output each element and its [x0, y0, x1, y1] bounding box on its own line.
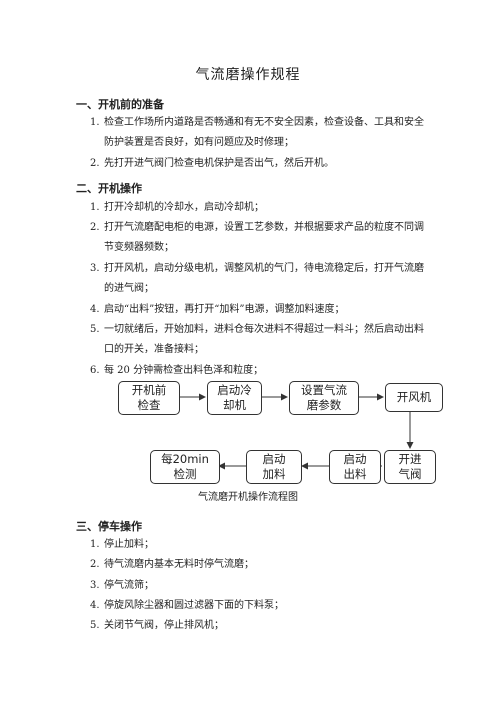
list-item: 5.一切就绪后，开始加料，进料仓每次进料不得超过一料斗；然后启动出料 [90, 324, 424, 335]
flow-box-inspect: 每20min 检测 [150, 450, 220, 484]
list-item: 1.检查工作场所内道路是否畅通和有无不安全因素，检查设备、工具和安全 [90, 117, 424, 128]
list-item: 1.停止加料； [90, 539, 154, 550]
flow-box-open-valve: 开进 气阀 [384, 450, 436, 484]
list-item-continuation: 节变频器频数； [104, 242, 174, 253]
document-title: 气流磨操作规程 [195, 67, 301, 83]
flow-box-start-cooler: 启动冷 却机 [207, 381, 262, 415]
list-item: 2.待气流磨内基本无料时停气流磨； [90, 559, 254, 570]
list-item: 4.停旋风除尘器和圆过滤器下面的下料泵； [90, 600, 284, 611]
flowchart-caption: 气流磨开机操作流程图 [198, 492, 298, 503]
flow-box-set-params: 设置气流 磨参数 [289, 381, 359, 415]
list-item-continuation: 防护装置是否良好，如有问题应及时修理； [104, 137, 294, 148]
list-item: 2.先打开进气阀门检查电机保护是否出气，然后开机。 [90, 158, 334, 169]
flow-box-start-fan: 开风机 [385, 383, 443, 412]
section-heading-shutdown: 三、停车操作 [76, 520, 142, 533]
flow-box-start-outlet: 启动 出料 [329, 450, 381, 484]
list-item-continuation: 口的开关，准备接料； [104, 344, 204, 355]
list-item: 3.打开风机，启动分级电机，调整风机的气门，待电流稳定后，打开气流磨 [90, 263, 424, 274]
list-item: 4.启动“出料”按钮，再打开“加料”电源，调整加料速度； [90, 304, 345, 315]
flow-box-start-feed: 启动 加料 [246, 450, 302, 484]
list-item: 2.打开气流磨配电柜的电源，设置工艺参数，并根据要求产品的粒度不同调 [90, 222, 424, 233]
list-item-continuation: 的进气阀； [104, 283, 154, 294]
list-item: 1.打开冷却机的冷却水，启动冷却机； [90, 202, 264, 213]
section-heading-preparation: 一、开机前的准备 [76, 98, 164, 111]
list-item: 6.每 20 分钟需检查出料色泽和粒度； [90, 365, 264, 376]
list-item: 3.停气流筛； [90, 580, 154, 591]
list-item: 5.关闭节气阀，停止排风机； [90, 620, 224, 631]
flow-box-pre-start-check: 开机前 检查 [118, 381, 180, 415]
section-heading-startup: 二、开机操作 [76, 182, 142, 195]
